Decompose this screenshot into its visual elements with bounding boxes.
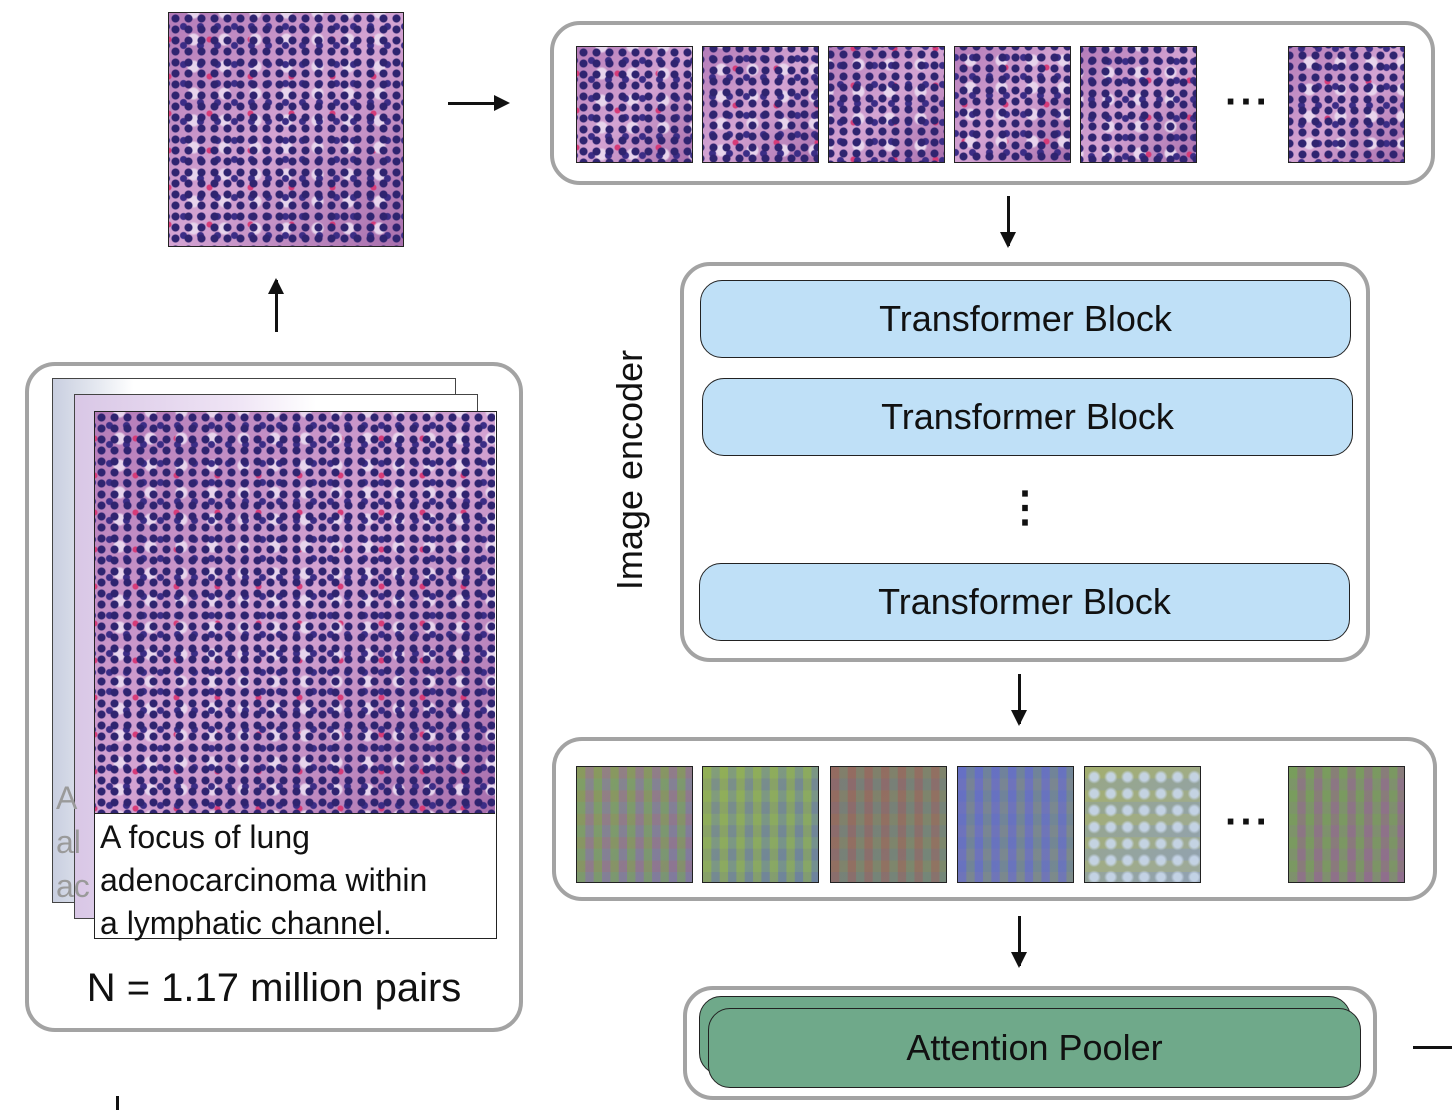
patch-tile — [828, 46, 945, 163]
patches-ellipsis: ··· — [1225, 80, 1271, 124]
patch-tile — [576, 46, 693, 163]
histology-image-top — [168, 12, 404, 247]
dataset-count: N = 1.17 million pairs — [86, 966, 462, 1010]
arrow-down — [1000, 196, 1016, 248]
histology-image-pair — [95, 412, 495, 814]
back-caption-fragment: A — [56, 780, 78, 816]
arrow-down — [1011, 674, 1027, 726]
arrow-down — [1011, 916, 1027, 968]
back-caption-fragment: al — [56, 824, 81, 860]
arrow-out-stub — [1413, 1046, 1452, 1049]
image-encoder-label: Image encoder — [609, 349, 650, 591]
patch-tile — [1288, 46, 1405, 163]
pair-caption: A focus of lung adenocarcinoma within a … — [100, 816, 492, 945]
transformer-block: Transformer Block — [702, 378, 1353, 456]
caption-line: a lymphatic channel. — [100, 905, 392, 941]
embedding-tile — [576, 766, 693, 883]
caption-line: A focus of lung — [100, 819, 310, 855]
embedding-tile — [702, 766, 819, 883]
embedding-tile — [1288, 766, 1405, 883]
arrow-stub-bottom — [116, 1096, 119, 1110]
embeddings-ellipsis: ··· — [1225, 800, 1271, 844]
transformer-block: Transformer Block — [700, 280, 1351, 358]
caption-line: adenocarcinoma within — [100, 862, 428, 898]
encoder-vdots: ⋮ — [1004, 483, 1046, 530]
arrow-up — [268, 278, 284, 332]
patch-tile — [954, 46, 1071, 163]
patch-tile — [1080, 46, 1197, 163]
embedding-tile — [957, 766, 1074, 883]
arrow-right-head — [494, 95, 510, 111]
image-text-pair-card: A focus of lung adenocarcinoma within a … — [94, 411, 497, 941]
embedding-tile — [830, 766, 947, 883]
attention-pooler: Attention Pooler — [708, 1008, 1361, 1088]
back-caption-fragment: ac — [56, 868, 90, 904]
embedding-tile — [1084, 766, 1201, 883]
transformer-block: Transformer Block — [699, 563, 1350, 641]
patch-tile — [702, 46, 819, 163]
arrow-right — [448, 102, 496, 105]
